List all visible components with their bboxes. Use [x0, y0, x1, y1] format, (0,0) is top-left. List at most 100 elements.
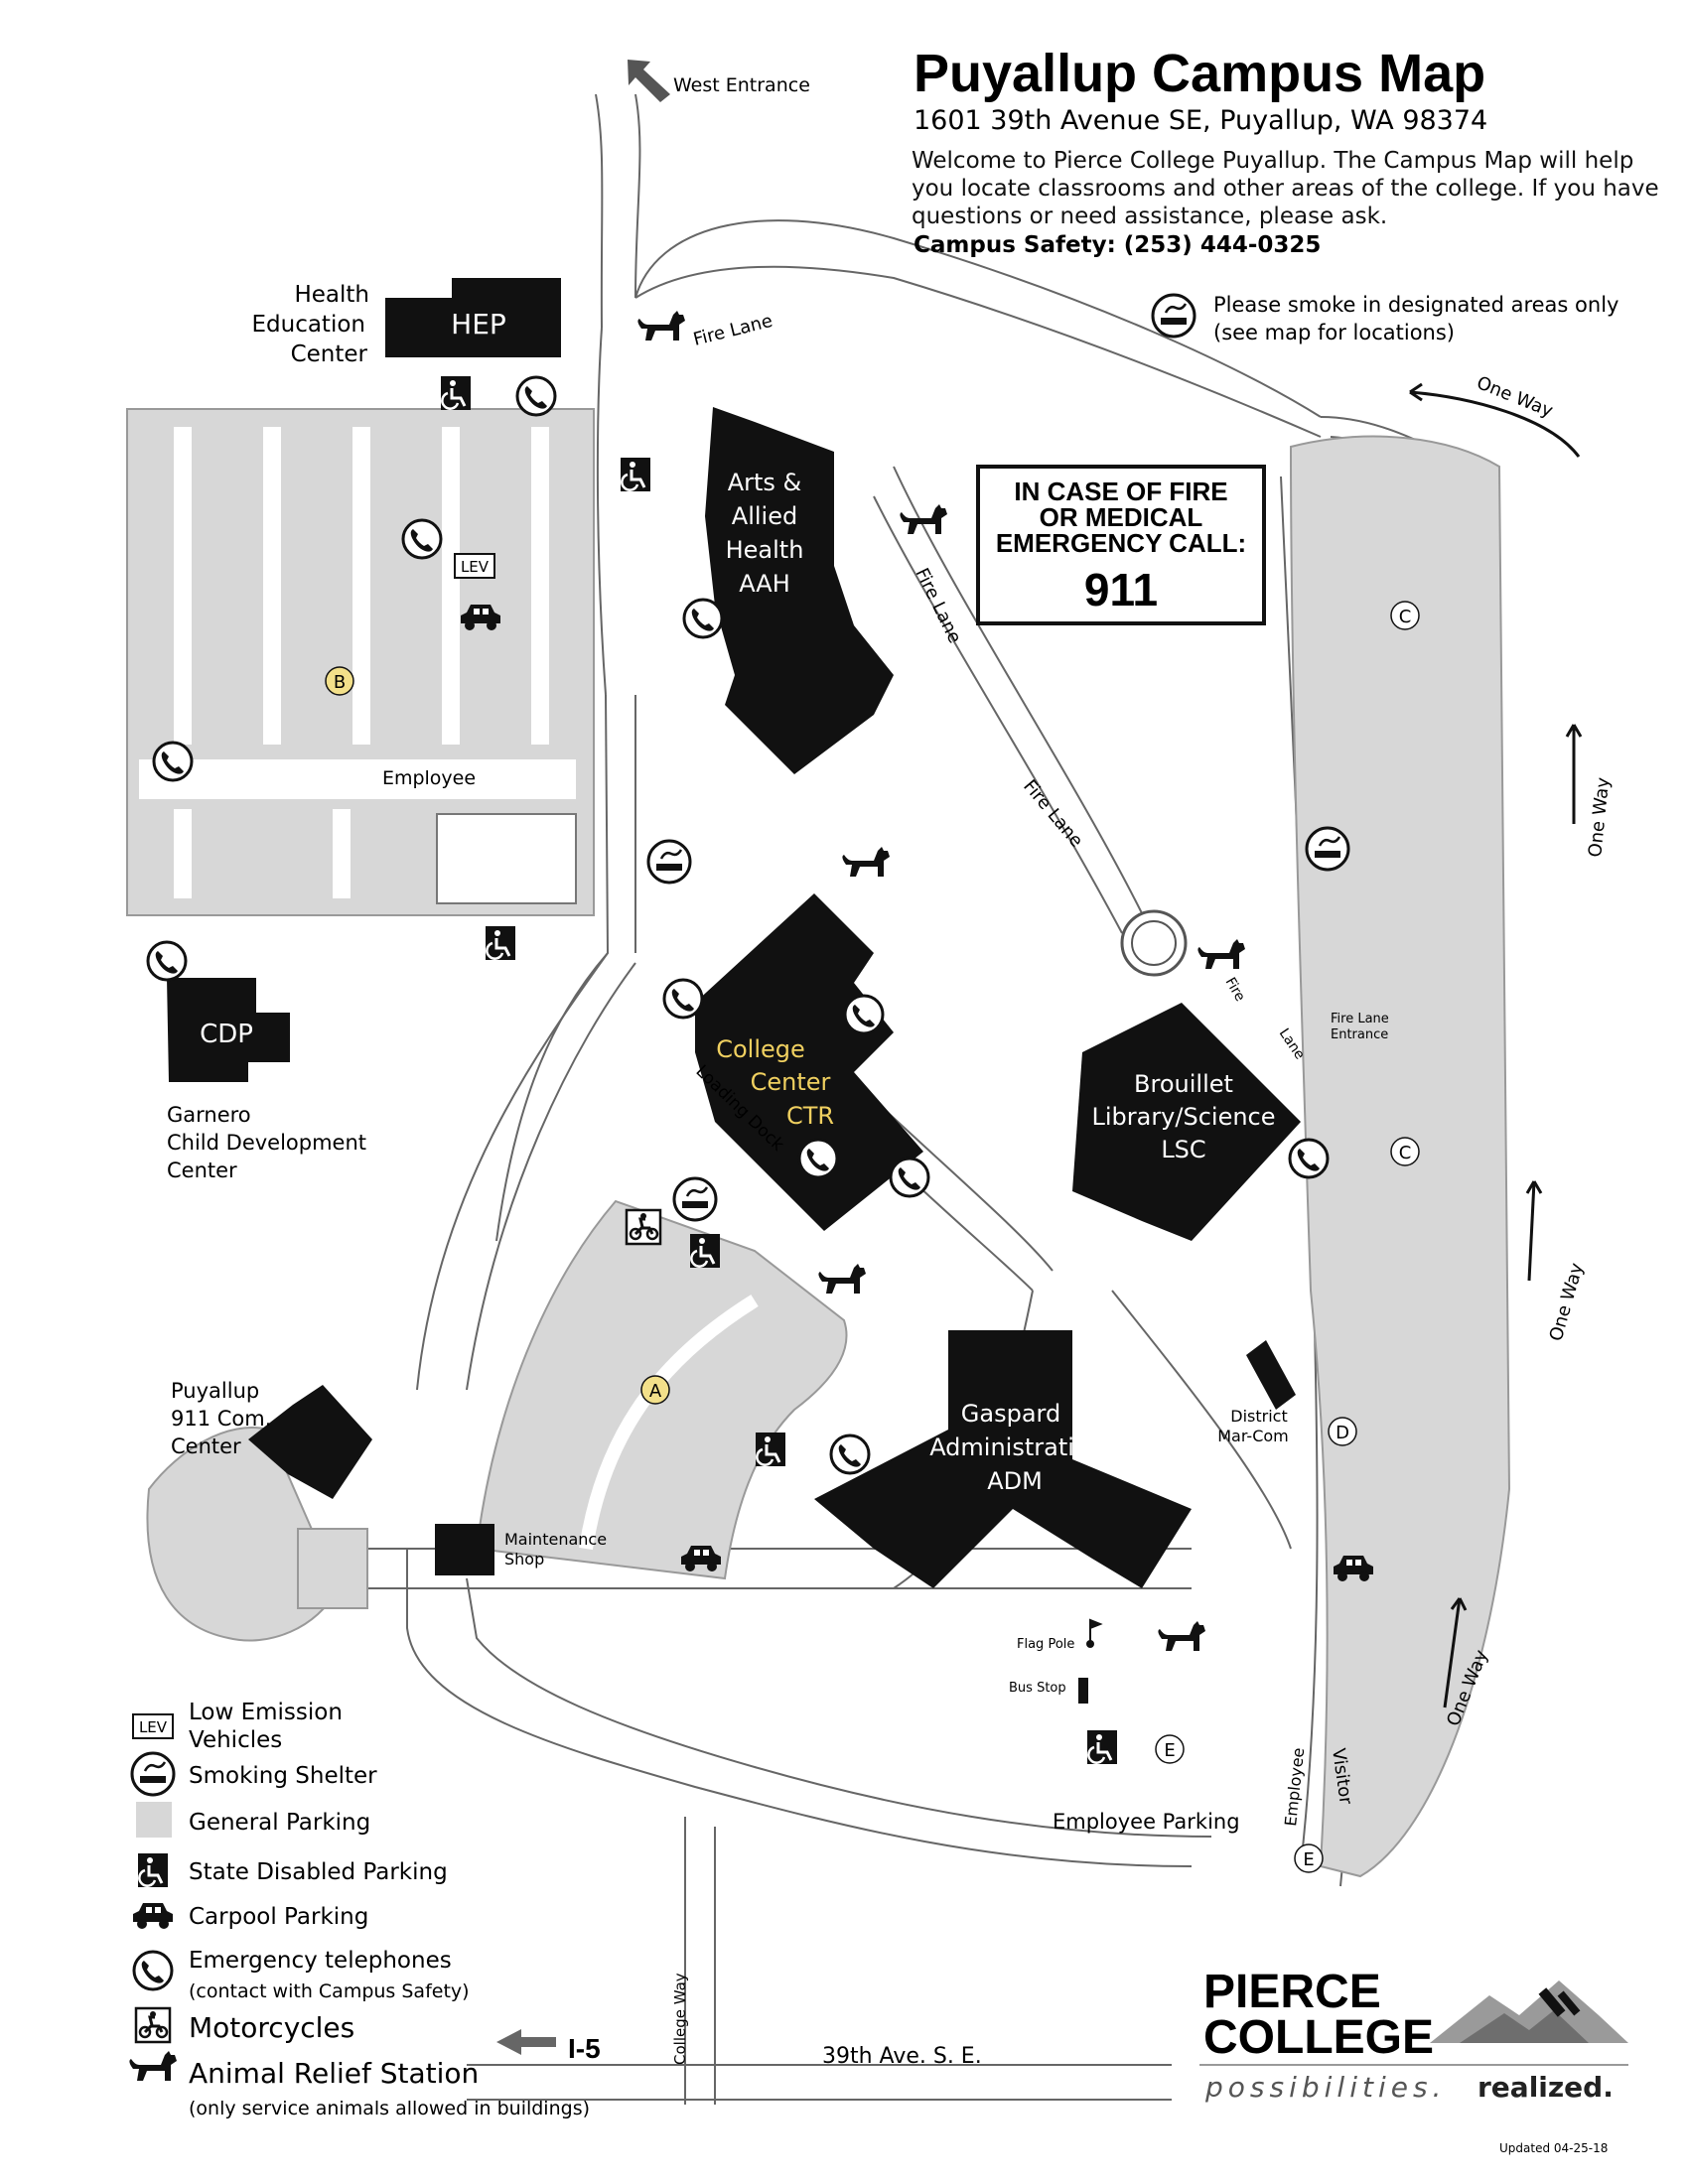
lsc-label-2: Library/Science	[1091, 1103, 1275, 1131]
legend-smoking-icon	[130, 1751, 176, 1797]
disabled-parking-icon	[1085, 1728, 1119, 1766]
lot-b-aisles	[139, 427, 577, 904]
phone-icon	[1288, 1138, 1330, 1179]
emergency-box: IN CASE OF FIRE OR MEDICAL EMERGENCY CAL…	[976, 465, 1266, 625]
i5-arrow	[496, 2029, 556, 2055]
employee-lot-b-label: Employee	[382, 767, 476, 789]
bus-stop-marker	[1078, 1678, 1088, 1704]
smoking-shelter-icon	[646, 839, 692, 885]
aah-label-2: Allied	[732, 502, 797, 530]
employee-parking-label: Employee Parking	[1053, 1810, 1240, 1834]
legend-disabled-icon	[136, 1851, 170, 1889]
hep-code: HEP	[451, 308, 506, 341]
hep-label-3: Center	[291, 341, 368, 367]
fire-label: Fire	[1222, 975, 1248, 1005]
page-title: Puyallup Campus Map	[914, 44, 1485, 103]
one-way-arrows	[1409, 382, 1583, 1708]
adm-label-2: Administration	[929, 1433, 1104, 1461]
emergency-line2: OR MEDICAL	[1040, 502, 1203, 532]
hep-label-2: Education	[251, 312, 365, 338]
lot-a-marker: A	[649, 1381, 662, 1402]
aah-code: AAH	[739, 570, 790, 598]
college-way-label: College Way	[671, 1973, 689, 2065]
i5-label: I-5	[568, 2033, 601, 2064]
logo-line1: PIERCE	[1203, 1966, 1381, 2018]
adm-code: ADM	[987, 1467, 1043, 1495]
updated-date: Updated 04-25-18	[1499, 2141, 1608, 2155]
legend-animal-2: (only service animals allowed in buildin…	[189, 2098, 590, 2119]
emergency-number: 911	[1084, 564, 1158, 615]
phone-icon	[797, 1138, 839, 1179]
cdp-label-1: Garnero	[167, 1103, 251, 1127]
legend-animal-1: Animal Relief Station	[189, 2057, 479, 2090]
building-shop	[435, 1524, 494, 1575]
smoking-note-2: (see map for locations)	[1213, 321, 1455, 344]
com911-label-1: Puyallup	[171, 1379, 259, 1403]
logo-line2: COLLEGE	[1203, 2011, 1434, 2064]
phone-icon	[515, 375, 557, 417]
logo-tagline-2: realized.	[1477, 2071, 1614, 2104]
cdp-label-3: Center	[167, 1159, 237, 1182]
marcom-label-2: Mar-Com	[1217, 1427, 1288, 1445]
legend-carpool: Carpool Parking	[189, 1904, 368, 1930]
legend-phone-icon	[132, 1950, 174, 1991]
legend-moto: Motorcycles	[189, 2011, 354, 2044]
phone-icon	[152, 741, 194, 782]
west-entrance-arrow	[628, 60, 670, 102]
lot-b-marker: B	[334, 672, 346, 693]
west-entrance-label: West Entrance	[673, 74, 810, 96]
lot-e-marker-2: E	[1303, 1849, 1314, 1870]
campus-safety: Campus Safety: (253) 444-0325	[914, 232, 1321, 258]
cdp-label-2: Child Development	[167, 1131, 366, 1155]
flag-pole-label: Flag Pole	[1017, 1637, 1074, 1652]
disabled-parking-icon	[688, 1232, 722, 1270]
building-911	[248, 1385, 372, 1499]
employee-vertical-label: Employee	[1281, 1747, 1308, 1828]
lsc-code: LSC	[1161, 1136, 1205, 1163]
legend-lev-2: Vehicles	[189, 1727, 282, 1753]
marcom-label-1: District	[1230, 1407, 1287, 1426]
address: 1601 39th Avenue SE, Puyallup, WA 98374	[914, 105, 1487, 136]
phone-icon	[401, 518, 443, 560]
lot-c-marker-2: C	[1399, 1143, 1412, 1163]
building-marcom	[1246, 1340, 1296, 1410]
animal-relief-icon	[842, 847, 890, 877]
building-adm	[814, 1330, 1192, 1588]
welcome-text: Welcome to Pierce College Puyallup. The …	[912, 148, 1659, 229]
legend-carpool-icon	[133, 1903, 173, 1929]
smoking-note-1: Please smoke in designated areas only	[1213, 293, 1618, 317]
disabled-parking-icon	[754, 1431, 787, 1468]
one-way-label-3: One Way	[1546, 1261, 1589, 1344]
fire-lane-entrance-1: Fire Lane	[1331, 1012, 1389, 1026]
legend-lev-1: Low Emission	[189, 1700, 343, 1725]
animal-relief-icon	[637, 311, 685, 341]
ctr-code: CTR	[786, 1102, 834, 1130]
shop-label-2: Shop	[504, 1550, 544, 1569]
smoking-shelter-icon	[1305, 826, 1350, 872]
legend: LEV Low Emission Vehicles Smoking Shelte…	[129, 1700, 590, 2119]
legend-general: General Parking	[189, 1810, 370, 1836]
animal-relief-icon	[1197, 939, 1245, 969]
adm-label-1: Gaspard	[961, 1400, 1060, 1428]
hep-label-1: Health	[294, 282, 369, 308]
fire-lane-label-3: Fire Lane	[1019, 776, 1086, 852]
cdp-code: CDP	[200, 1020, 253, 1049]
emergency-line1: IN CASE OF FIRE	[1014, 477, 1227, 506]
39th-ave-label: 39th Ave. S. E.	[822, 2044, 982, 2069]
legend-lev-box: LEV	[139, 1718, 168, 1736]
disabled-parking-icon	[484, 924, 517, 962]
phone-icon	[146, 940, 188, 982]
building-hep	[385, 278, 561, 357]
disabled-parking-icon	[439, 374, 473, 412]
disabled-parking-icon	[619, 456, 652, 493]
lsc-label-1: Brouillet	[1134, 1070, 1233, 1098]
logo-tagline-1: possibilities.	[1204, 2071, 1446, 2104]
motorcycle-icon	[625, 1208, 662, 1246]
legend-smoking: Smoking Shelter	[189, 1763, 377, 1789]
buildings	[167, 278, 1301, 1588]
aah-label-1: Arts &	[728, 469, 802, 496]
legend-motorcycle-icon	[134, 2006, 172, 2044]
bus-stop-label: Bus Stop	[1009, 1681, 1066, 1696]
animal-relief-icon	[818, 1264, 866, 1294]
